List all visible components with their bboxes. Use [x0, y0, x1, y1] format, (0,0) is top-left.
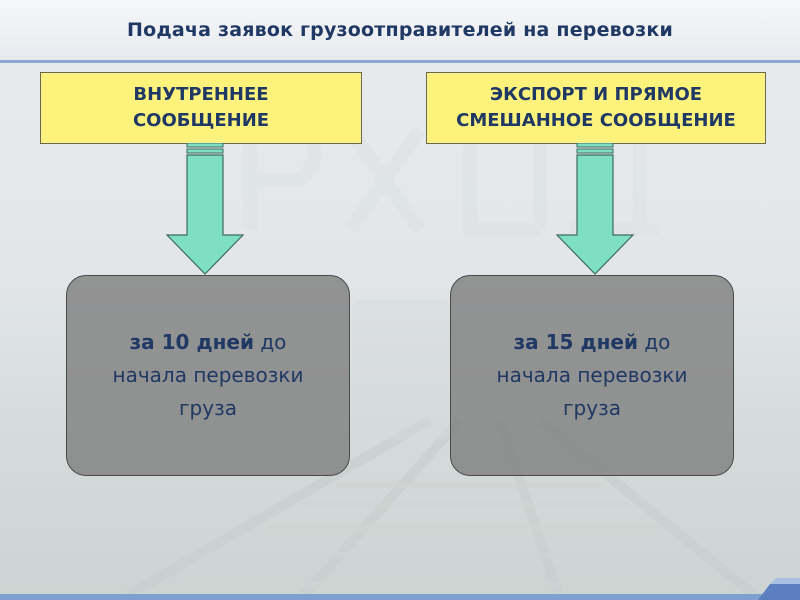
title-bar: Подача заявок грузоотправителей на перев… — [0, 0, 800, 63]
bottom-accent-line — [0, 594, 800, 600]
term-domestic-days: за 10 дней — [129, 330, 254, 354]
term-export-line1: за 15 дней до — [514, 326, 671, 359]
header-export-line1: ЭКСПОРТ И ПРЯМОЕ — [489, 84, 703, 105]
corner-decoration — [758, 578, 800, 600]
term-domestic-suffix: до — [254, 330, 287, 354]
header-export-line2: СМЕШАННОЕ СООБЩЕНИЕ — [456, 110, 736, 131]
term-export-days: за 15 дней — [513, 330, 638, 354]
term-domestic-line1: за 10 дней до — [130, 326, 287, 359]
term-export-line3: груза — [563, 396, 621, 420]
term-export-suffix: до — [638, 330, 671, 354]
term-export-line2: начала перевозки — [496, 363, 688, 387]
term-domestic-line3: груза — [179, 396, 237, 420]
header-export: ЭКСПОРТ И ПРЯМОЕ СМЕШАННОЕ СООБЩЕНИЕ — [426, 72, 766, 144]
page-title: Подача заявок грузоотправителей на перев… — [126, 19, 674, 41]
term-domestic-line2: начала перевозки — [112, 363, 304, 387]
term-domestic-box: за 10 дней до начала перевозки груза — [66, 275, 350, 476]
header-domestic-line1: ВНУТРЕННЕЕ — [133, 84, 269, 105]
arrow-down-icon — [165, 143, 245, 275]
arrow-down-icon — [555, 143, 635, 275]
header-domestic: ВНУТРЕННЕЕ СООБЩЕНИЕ — [40, 72, 362, 144]
header-domestic-line2: СООБЩЕНИЕ — [132, 110, 270, 131]
term-export-box: за 15 дней до начала перевозки груза — [450, 275, 734, 476]
